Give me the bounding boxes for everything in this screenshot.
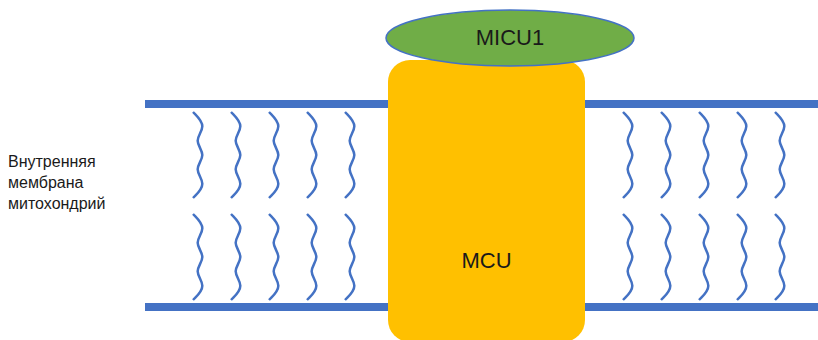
- lipid-tail: [737, 214, 746, 300]
- lipid-tail: [269, 112, 278, 198]
- lipid-tail: [231, 214, 240, 300]
- lipid-tail: [775, 214, 784, 300]
- node-label: MICU1: [476, 25, 544, 51]
- lipid-tail: [345, 112, 354, 198]
- lipid-tail: [193, 112, 202, 198]
- lipid-tail: [623, 214, 632, 300]
- lipid-tail: [307, 214, 316, 300]
- lipid-tail: [737, 112, 746, 198]
- ellipse-subunit: MICU1: [385, 9, 635, 67]
- channel-protein: MCU: [388, 60, 585, 340]
- lipid-tail: [699, 112, 708, 198]
- node-label: MCU: [461, 248, 511, 274]
- lipid-tail: [661, 112, 670, 198]
- lipid-tail: [307, 112, 316, 198]
- lipid-tail: [345, 214, 354, 300]
- lipid-tail: [661, 214, 670, 300]
- membrane-label: Внутренняя мембрана митохондрий: [8, 151, 133, 214]
- lipid-tail: [231, 112, 240, 198]
- lipid-tail: [193, 214, 202, 300]
- lipid-tail: [623, 112, 632, 198]
- lipid-tail: [699, 214, 708, 300]
- lipid-tail: [269, 214, 278, 300]
- lipid-tail: [775, 112, 784, 198]
